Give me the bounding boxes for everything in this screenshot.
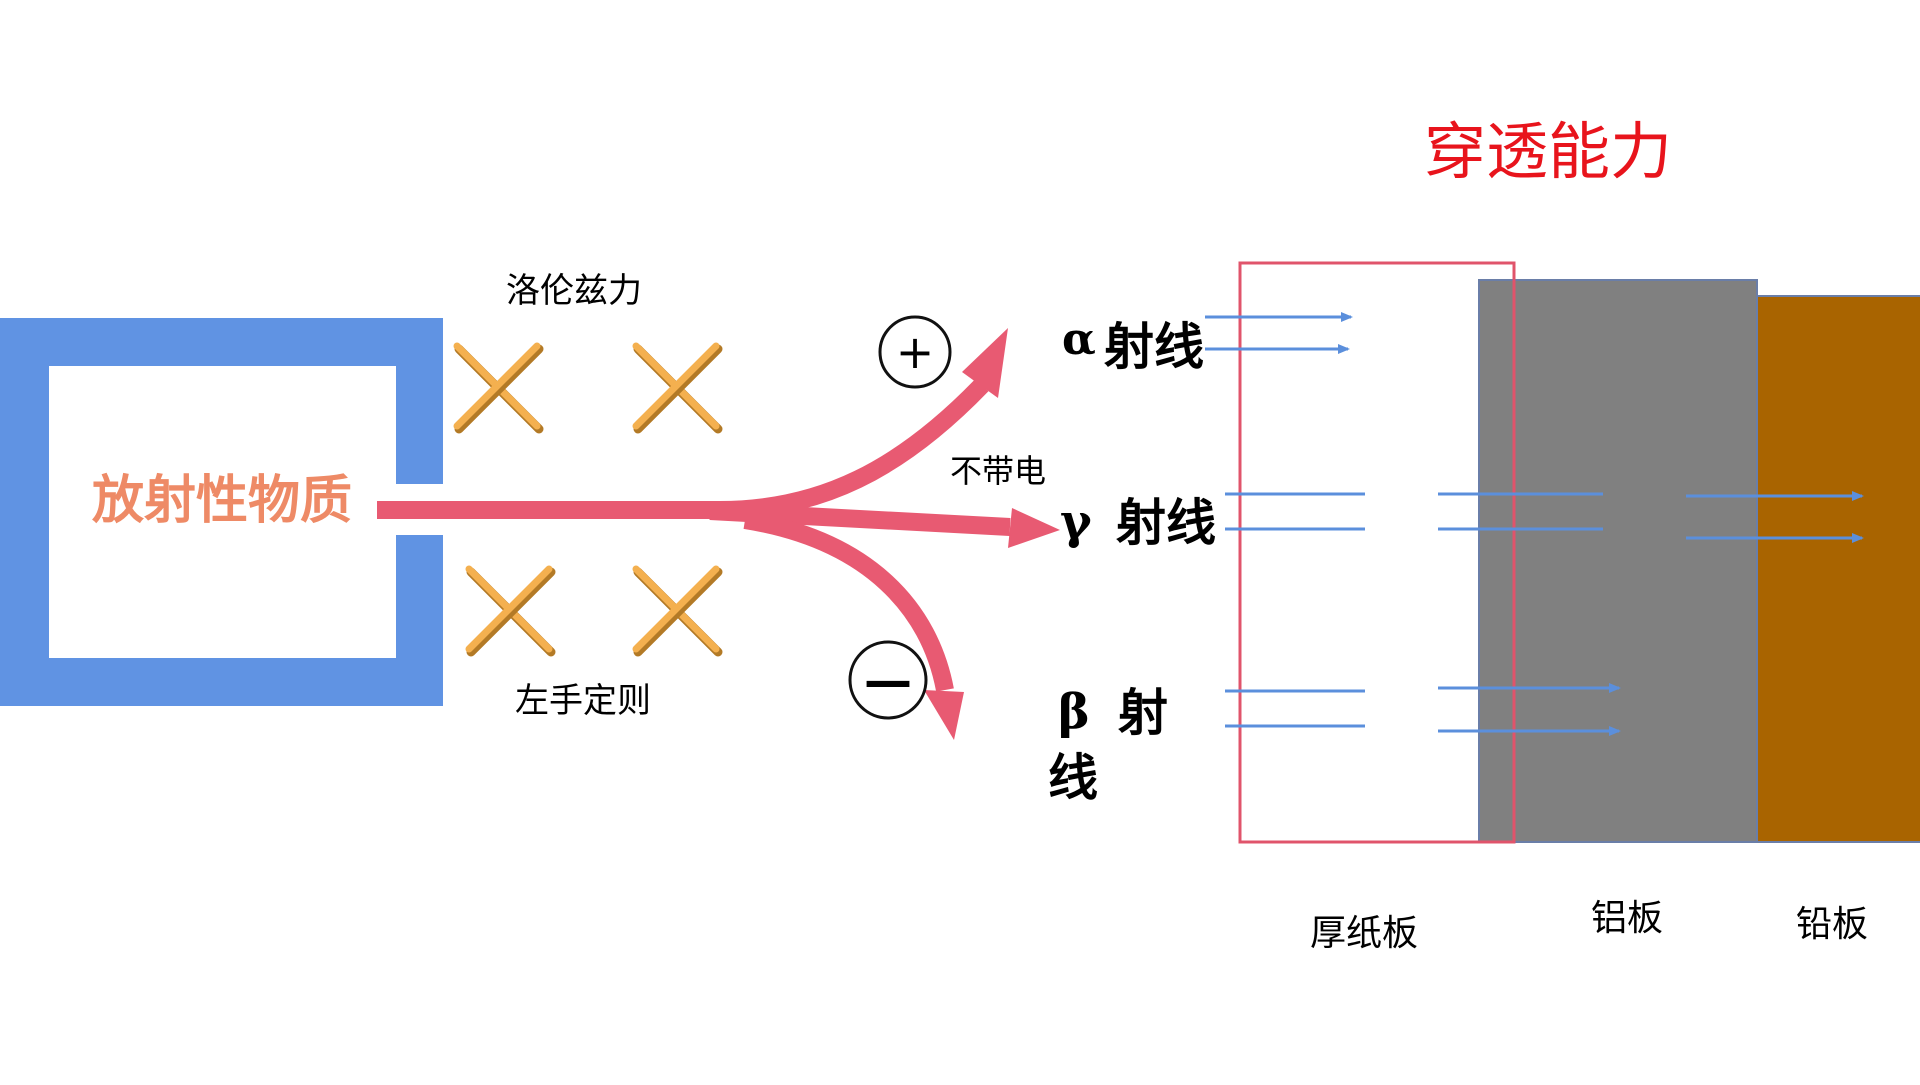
alpha-arrowhead (962, 328, 1008, 398)
source-container (0, 318, 443, 706)
aluminum-plate (1478, 279, 1758, 843)
source-label: 放射性物质 (92, 471, 352, 531)
left-hand-rule-label: 左手定则 (515, 681, 651, 721)
aluminum-plate-label: 铝板 (1591, 898, 1663, 939)
source-container-frame (0, 318, 443, 706)
penetration-arrows (1205, 312, 1864, 736)
alpha-beam-path (377, 378, 989, 519)
svg-text:射线: 射线 (1104, 317, 1204, 376)
svg-text:β: β (1058, 684, 1090, 740)
lead-plate-label: 铅板 (1796, 904, 1868, 945)
negative-charge-icon: — (848, 640, 928, 720)
paper-plate-label: 厚纸板 (1310, 913, 1418, 954)
svg-text:γ: γ (1060, 494, 1092, 550)
alpha-ray-label: α 射线 (1062, 314, 1204, 376)
lorentz-force-label: 洛伦兹力 (506, 271, 642, 311)
svg-text:—: — (864, 653, 912, 709)
positive-charge-icon: + (878, 315, 952, 389)
magnetic-field-crosses (453, 342, 723, 657)
beta-beam-path (743, 511, 954, 692)
beta-arrowhead (924, 690, 964, 740)
cross-icon (632, 565, 723, 657)
svg-text:+: + (896, 325, 935, 379)
radiation-beam (377, 328, 1060, 740)
cross-icon (632, 342, 723, 434)
paper-plate (1238, 261, 1516, 844)
page-title: 穿透能力 (1424, 115, 1672, 188)
neutral-label: 不带电 (950, 452, 1046, 490)
beta-ray-label: β 射 线 (1048, 683, 1168, 807)
cross-icon (465, 565, 556, 657)
gamma-ray-label: γ 射线 (1060, 493, 1216, 552)
shielding-plates (1238, 261, 1920, 844)
gamma-arrowhead (1008, 508, 1060, 548)
cross-icon (453, 342, 544, 434)
svg-text:射线: 射线 (1116, 493, 1216, 552)
svg-text:射: 射 (1118, 683, 1168, 742)
svg-text:α: α (1062, 314, 1096, 365)
svg-text:线: 线 (1048, 748, 1098, 807)
